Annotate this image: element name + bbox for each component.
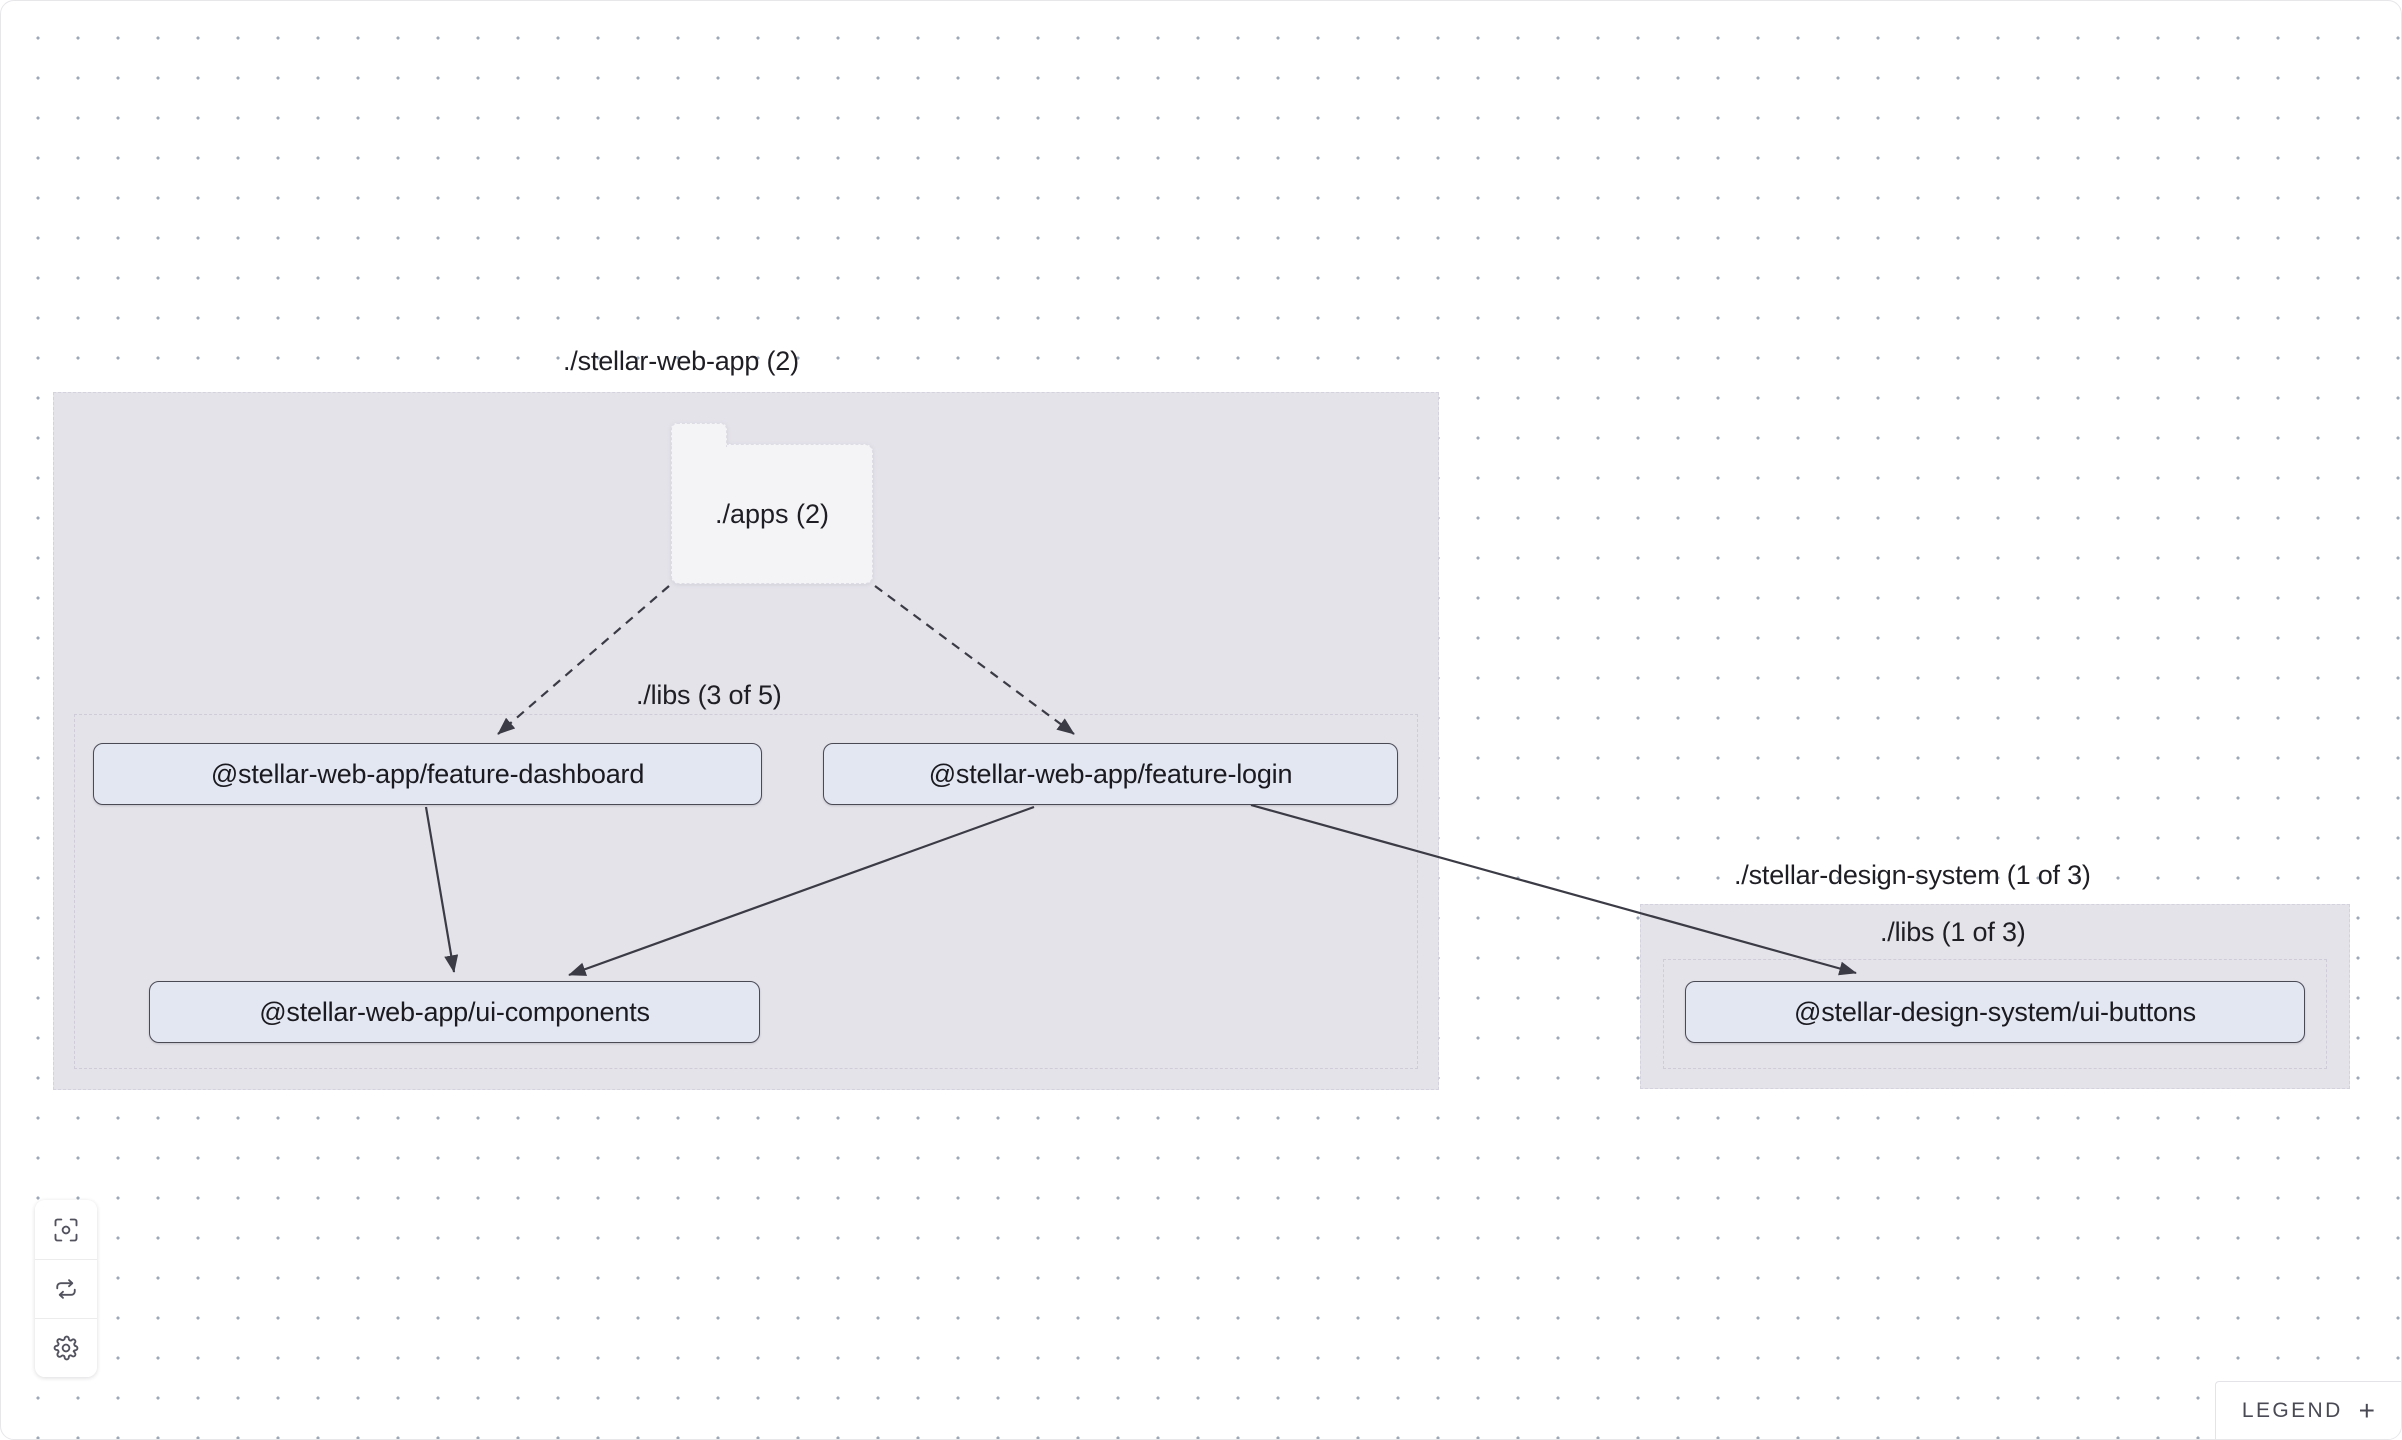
group-label-stellar-design-system-libs: ./libs (1 of 3) (1880, 917, 2026, 947)
tool-rail (35, 1200, 97, 1377)
node-label: @stellar-web-app/feature-dashboard (210, 758, 645, 789)
node-label: @stellar-web-app/feature-login (928, 758, 1293, 789)
gear-icon (52, 1334, 80, 1362)
folder-node-apps[interactable]: ./apps (2) (671, 423, 873, 584)
node-feature-login[interactable]: @stellar-web-app/feature-login (823, 743, 1398, 805)
legend-panel[interactable]: LEGEND + (2214, 1381, 2401, 1439)
refresh-sync-icon (52, 1275, 80, 1303)
refresh-button[interactable] (35, 1259, 97, 1318)
node-ui-buttons[interactable]: @stellar-design-system/ui-buttons (1685, 981, 2305, 1043)
folder-tab (671, 423, 727, 450)
node-label: @stellar-design-system/ui-buttons (1794, 996, 2196, 1027)
group-label-stellar-design-system: ./stellar-design-system (1 of 3) (1734, 860, 2091, 890)
node-feature-dashboard[interactable]: @stellar-web-app/feature-dashboard (93, 743, 762, 805)
group-label-stellar-web-app: ./stellar-web-app (2) (563, 346, 799, 376)
legend-label: LEGEND (2241, 1399, 2343, 1422)
settings-button[interactable] (35, 1318, 97, 1377)
focus-graph-button[interactable] (35, 1200, 97, 1259)
plus-icon[interactable]: + (2358, 1394, 2375, 1426)
focus-target-icon (52, 1216, 80, 1244)
group-label-stellar-web-app-libs: ./libs (3 of 5) (636, 680, 782, 710)
node-label: @stellar-web-app/ui-components (259, 996, 650, 1027)
node-ui-components[interactable]: @stellar-web-app/ui-components (149, 981, 760, 1043)
folder-node-label: ./apps (2) (714, 498, 830, 529)
group-stellar-design-system-libs[interactable] (1663, 959, 2327, 1069)
